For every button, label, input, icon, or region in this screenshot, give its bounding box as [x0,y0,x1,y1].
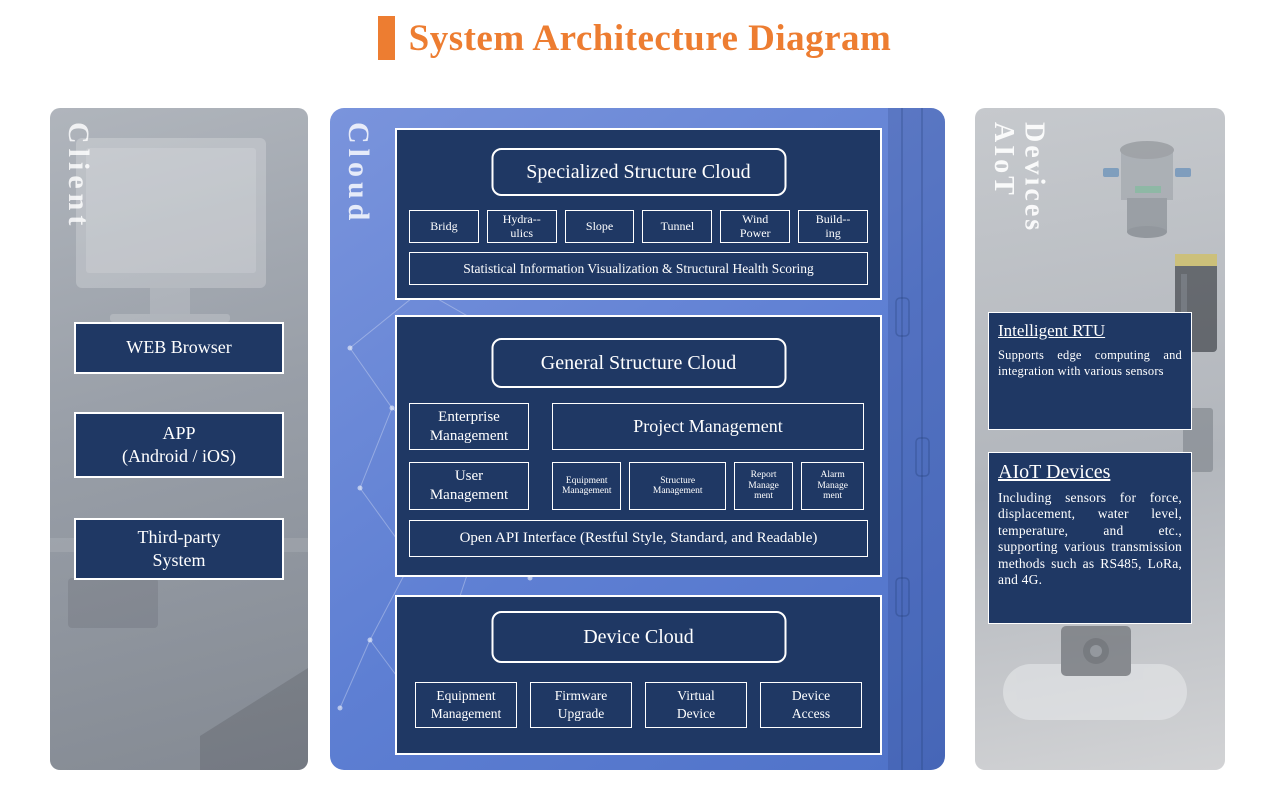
virtual-device-box: Virtual Device [645,682,747,728]
tunnel-box: Tunnel [642,210,713,243]
specialized-structure-cloud-section: Specialized Structure Cloud Bridg Hydra-… [395,128,882,300]
third-party-system-box: Third-party System [74,518,284,580]
statistical-visualization-box: Statistical Information Visualization & … [409,252,868,285]
equipment-management-module-box: Equipment Management [552,462,622,510]
title-accent-bar [377,16,395,60]
aiot-devices-panel: AIoT Devices Intelligent RTU Supports ed… [975,108,1225,770]
report-management-module-box: Report Manage ment [733,462,794,510]
general-structure-cloud-title: General Structure Cloud [491,338,786,388]
intelligent-rtu-box: Intelligent RTU Supports edge computing … [988,312,1192,430]
open-api-interface-box: Open API Interface (Restful Style, Stand… [409,520,868,557]
firmware-upgrade-box: Firmware Upgrade [530,682,632,728]
intelligent-rtu-description: Supports edge computing and integration … [998,348,1182,379]
app-android-ios-box: APP (Android / iOS) [74,412,284,478]
project-management-box: Project Management [552,403,864,450]
client-panel: Client WEB Browser APP (Android / iOS) T… [50,108,308,770]
slope-box: Slope [564,210,635,243]
page-title: System Architecture Diagram [408,17,892,59]
building-box: Build-- ing [798,210,868,243]
enterprise-management-box: Enterprise Management [409,403,529,450]
specialized-structure-cloud-title: Specialized Structure Cloud [491,148,786,196]
project-management-modules-row: Equipment Management Structure Managemen… [552,462,864,510]
bridge-box: Bridg [409,210,479,243]
device-cloud-items-row: Equipment Management Firmware Upgrade Vi… [415,682,862,728]
device-cloud-section: Device Cloud Equipment Management Firmwa… [395,595,882,755]
aiot-devices-box: AIoT Devices Including sensors for force… [988,452,1192,624]
alarm-management-module-box: Alarm Manage ment [801,462,864,510]
device-access-box: Device Access [760,682,862,728]
hydraulics-box: Hydra-- ulics [486,210,557,243]
cloud-panel: Cloud Specialized Structure Cloud Bridg … [330,108,945,770]
aiot-devices-title: AIoT Devices [998,461,1111,483]
intelligent-rtu-title: Intelligent RTU [998,321,1106,340]
wind-power-box: Wind Power [720,210,791,243]
structure-management-module-box: Structure Management [629,462,726,510]
general-structure-cloud-section: General Structure Cloud Enterprise Manag… [395,315,882,577]
specialized-structure-types-row: Bridg Hydra-- ulics Slope Tunnel Wind Po… [409,210,868,243]
web-browser-box: WEB Browser [74,322,284,374]
aiot-devices-description: Including sensors for force, displacemen… [998,490,1182,588]
aiot-panel-label: AIoT Devices [987,122,1050,234]
client-panel-label: Client [62,122,95,231]
diagram-header: System Architecture Diagram [0,16,1269,60]
equipment-management-box: Equipment Management [415,682,517,728]
cloud-panel-label: Cloud [342,122,375,226]
device-cloud-title: Device Cloud [491,611,786,663]
user-management-box: User Management [409,462,529,510]
